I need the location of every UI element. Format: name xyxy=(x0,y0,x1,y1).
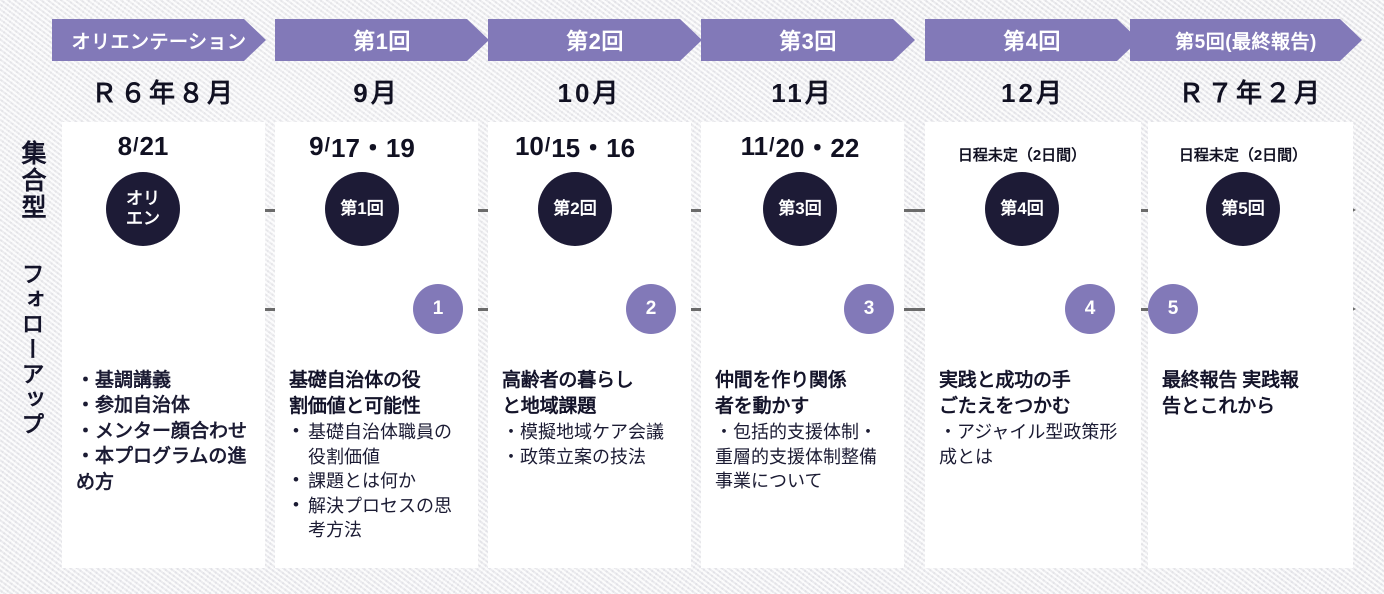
session-node-label: 第4回 xyxy=(1000,198,1044,218)
session-title-line: ごたえをつかむ xyxy=(939,396,1071,418)
session-date-2: 9/17・19 xyxy=(309,130,415,163)
month-label-6: Ｒ７年２月 xyxy=(1177,77,1323,108)
phase-chevron-5[interactable]: 第4回 xyxy=(925,19,1139,61)
session-title-line: 者を動かす xyxy=(715,396,810,418)
session-title-line: と地域課題 xyxy=(502,396,597,418)
session-date-3: 10/15・16 xyxy=(514,130,636,163)
session-item: 課題とは何か xyxy=(289,468,466,493)
session-content-4: 仲間を作り関係者を動かす・包括的支援体制・重層的支援体制整備事業について xyxy=(715,368,892,494)
session-node-label: 第1回 xyxy=(340,198,384,218)
session-title-line: 割価値と可能性 xyxy=(289,396,421,418)
session-node-1[interactable]: オリエン xyxy=(106,172,180,246)
session-item: ・メンター顔合わせ xyxy=(76,420,248,442)
session-content-5: 実践と成功の手ごたえをつかむ・アジャイル型政策形成とは xyxy=(939,368,1129,469)
session-date-5: 日程未定（2日間） xyxy=(957,146,1087,164)
session-item: 解決プロセスの思考方法 xyxy=(289,493,466,543)
session-item: ・包括的支援体制・重層的支援体制整備事業について xyxy=(715,422,877,492)
phase-chevron-1[interactable]: オリエンテーション xyxy=(52,19,266,61)
session-item-list: ・模擬地域ケア会議・政策立案の技法 xyxy=(502,420,679,469)
followup-node-5[interactable]: 5 xyxy=(1148,284,1198,334)
session-item-list: ・アジャイル型政策形成とは xyxy=(939,420,1129,469)
session-node-6[interactable]: 第5回 xyxy=(1206,172,1280,246)
session-item: ・基調講義 xyxy=(76,370,172,391)
session-item-list: ・包括的支援体制・重層的支援体制整備事業について xyxy=(715,420,892,493)
phase-chevron-3[interactable]: 第2回 xyxy=(488,19,702,61)
session-item: ・本プログラムの進め方 xyxy=(76,446,247,493)
session-content-6: 最終報告 実践報告とこれから xyxy=(1162,368,1341,420)
session-node-4[interactable]: 第3回 xyxy=(763,172,837,246)
month-label-3: 10月 xyxy=(557,77,622,108)
session-item: ・政策立案の技法 xyxy=(502,446,646,467)
session-content-3: 高齢者の暮らしと地域課題・模擬地域ケア会議・政策立案の技法 xyxy=(502,368,679,469)
month-label-2: 9月 xyxy=(353,77,400,108)
followup-node-2[interactable]: 2 xyxy=(626,284,676,334)
session-title-line: 仲間を作り関係 xyxy=(715,370,847,391)
session-node-label: 第3回 xyxy=(778,198,822,218)
followup-node-3[interactable]: 3 xyxy=(844,284,894,334)
session-title-line: 実践と成功の手 xyxy=(939,370,1071,391)
phase-chevron-2[interactable]: 第1回 xyxy=(275,19,489,61)
session-title-line: 告とこれから xyxy=(1162,396,1275,418)
followup-node-4[interactable]: 4 xyxy=(1065,284,1115,334)
session-item: 基礎自治体職員の役割価値 xyxy=(289,419,466,469)
session-node-3[interactable]: 第2回 xyxy=(538,172,612,246)
session-title-line: 基礎自治体の役 xyxy=(289,370,421,391)
session-title-line: 最終報告 実践報 xyxy=(1162,370,1299,391)
session-content-1: ・基調講義・参加自治体・メンター顔合わせ・本プログラムの進め方 xyxy=(76,368,253,495)
session-item: ・参加自治体 xyxy=(76,395,191,417)
session-node-label: オリ xyxy=(126,188,160,208)
phase-chevron-6[interactable]: 第5回(最終報告) xyxy=(1130,19,1362,61)
session-item: ・模擬地域ケア会議 xyxy=(502,422,664,443)
followup-node-1[interactable]: 1 xyxy=(413,284,463,334)
session-date-4: 11/20・22 xyxy=(740,130,860,163)
month-label-1: Ｒ６年８月 xyxy=(90,77,236,108)
session-node-5[interactable]: 第4回 xyxy=(985,172,1059,246)
session-date-6: 日程未定（2日間） xyxy=(1178,146,1308,164)
session-item-list: 基礎自治体職員の役割価値課題とは何か解決プロセスの思考方法 xyxy=(289,419,466,543)
session-node-label: 第2回 xyxy=(553,198,597,218)
row-label-gathering: 集合型 xyxy=(18,140,46,221)
phase-chevron-4[interactable]: 第3回 xyxy=(701,19,915,61)
session-node-label: 第5回 xyxy=(1221,198,1265,218)
session-title-line: 高齢者の暮らし xyxy=(502,370,634,391)
session-date-1: 8/21 xyxy=(117,130,169,161)
session-node-2[interactable]: 第1回 xyxy=(325,172,399,246)
row-label-followup: フォローアップ xyxy=(18,262,44,437)
month-label-4: 11月 xyxy=(771,77,834,108)
session-item: ・アジャイル型政策形成とは xyxy=(939,422,1118,467)
session-node-label-line2: エン xyxy=(126,209,160,228)
session-content-2: 基礎自治体の役割価値と可能性基礎自治体職員の役割価値課題とは何か解決プロセスの思… xyxy=(289,368,466,543)
session-item-list: ・基調講義・参加自治体・メンター顔合わせ・本プログラムの進め方 xyxy=(76,368,253,495)
month-label-5: 12月 xyxy=(1001,77,1065,108)
